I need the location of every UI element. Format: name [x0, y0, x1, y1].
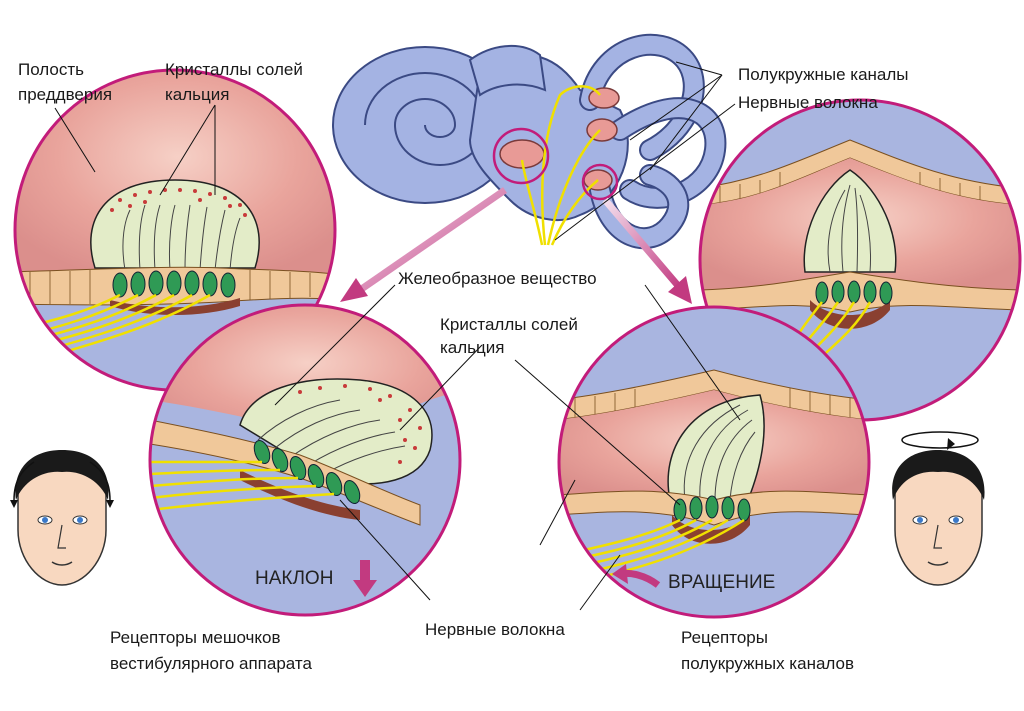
label-rotation: ВРАЩЕНИЕ — [668, 572, 775, 593]
curved-left-arrow-icon — [612, 564, 661, 588]
label-tilt: НАКЛОН — [255, 568, 333, 589]
cupula-rotation-circle — [557, 305, 871, 619]
pointer-arrows — [340, 187, 692, 304]
label-calcium-crystals-top-1: Кристаллы солей — [165, 60, 303, 79]
label-saccule-receptors-2: вестибулярного аппарата — [110, 654, 312, 673]
down-arrow-icon — [353, 560, 377, 597]
label-gelatinous-substance: Желеобразное вещество — [398, 269, 597, 288]
label-saccule-receptors-1: Рецепторы мешочков — [110, 628, 281, 647]
label-calcium-crystals-mid-2: кальция — [440, 338, 504, 357]
head-rotation-arrow-icon — [892, 431, 985, 586]
leader-lines — [54, 61, 741, 611]
label-calcium-crystals-mid-1: Кристаллы солей — [440, 315, 578, 334]
label-canal-receptors-1: Рецепторы — [681, 628, 768, 647]
label-semicircular-canals: Полукружные каналы — [738, 65, 909, 84]
label-vestibule-cavity-2: преддверия — [18, 85, 112, 104]
label-nerve-fibers-bottom: Нервные волокна — [425, 620, 565, 639]
label-nerve-fibers-top: Нервные волокна — [738, 93, 878, 112]
macula-tilt-circle — [148, 303, 462, 617]
label-vestibule-cavity-1: Полость — [18, 60, 84, 79]
head-tilt-arrows-icon — [10, 450, 114, 586]
label-calcium-crystals-top-2: кальция — [165, 85, 229, 104]
inner-ear-labyrinth-icon — [332, 33, 727, 250]
label-canal-receptors-2: полукружных каналов — [681, 654, 854, 673]
